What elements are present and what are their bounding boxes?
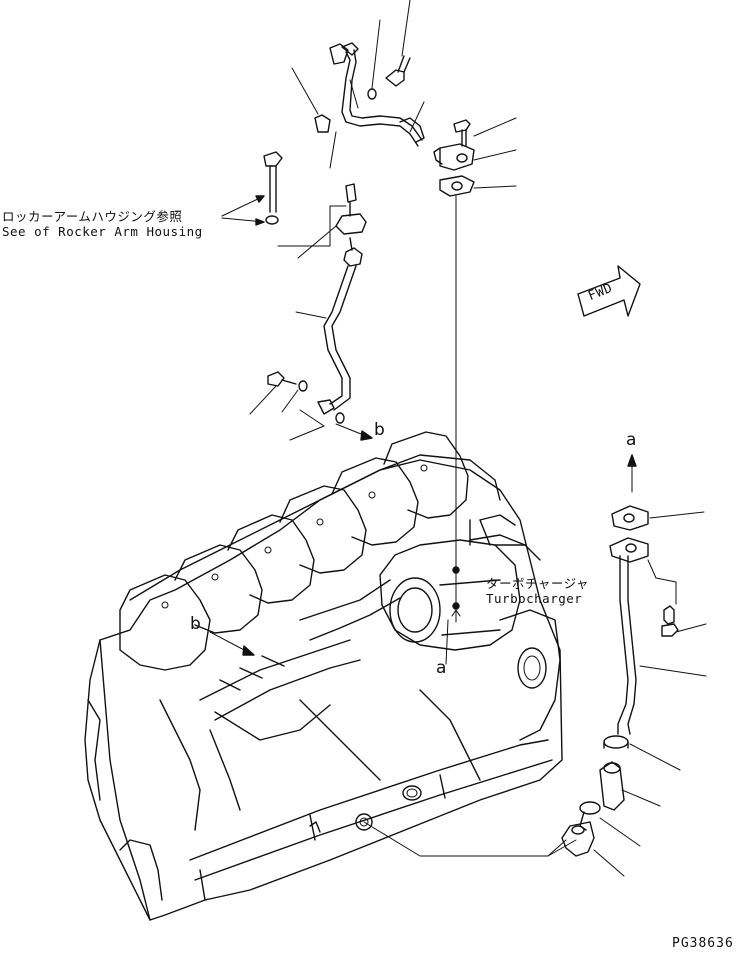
marker-a-right: a [626, 430, 637, 450]
fwd-arrow-icon [577, 265, 641, 317]
marker-b-lower: b [190, 614, 202, 634]
oil-feed-tube-assembly [263, 42, 475, 424]
turbocharger-label-jp: ターボチャージャ [486, 576, 590, 591]
engine-block [84, 431, 563, 921]
drawing-code: PG38636 [672, 936, 734, 951]
rocker-arm-ref-label-jp: ロッカーアームハウジング参照 [2, 209, 183, 224]
rocker-arm-ref-label-en: See of Rocker Arm Housing [2, 224, 203, 239]
leader-lines [209, 0, 707, 877]
turbocharger-label-en: Turbocharger [486, 591, 583, 606]
oil-return-tube-assembly [561, 505, 679, 857]
marker-a-turbo: a [436, 658, 447, 678]
marker-b-upper: b [374, 420, 386, 440]
